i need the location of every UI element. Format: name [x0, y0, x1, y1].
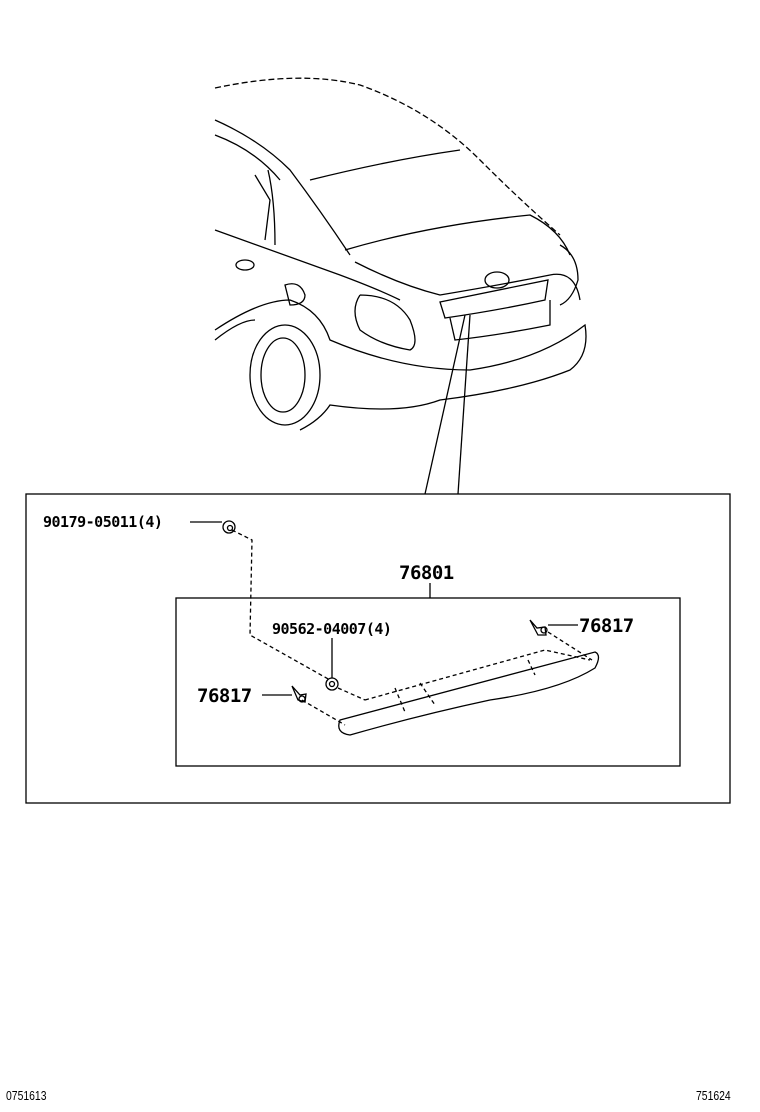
part-label-90179-05011[interactable]: 90179-05011(4) — [43, 513, 163, 531]
part-label-76817-right[interactable]: 76817 — [579, 615, 634, 637]
detail-frame — [25, 493, 731, 804]
footer-left-code: 0751613 — [6, 1088, 47, 1103]
footer-right-code: 751624 — [696, 1088, 731, 1103]
spoiler-part — [338, 651, 600, 736]
part-label-76801[interactable]: 76801 — [399, 562, 454, 584]
clip-left-icon — [262, 685, 307, 703]
part-label-90562-04007[interactable]: 90562-04007(4) — [272, 620, 392, 638]
assembly-frame — [175, 597, 681, 767]
part-label-76817-left[interactable]: 76817 — [197, 685, 252, 707]
nut-icon — [325, 638, 339, 691]
bolt-icon — [190, 520, 236, 534]
clip-right-icon — [529, 619, 578, 636]
callout-pointer — [424, 314, 471, 495]
car-rear-illustration — [214, 77, 587, 431]
